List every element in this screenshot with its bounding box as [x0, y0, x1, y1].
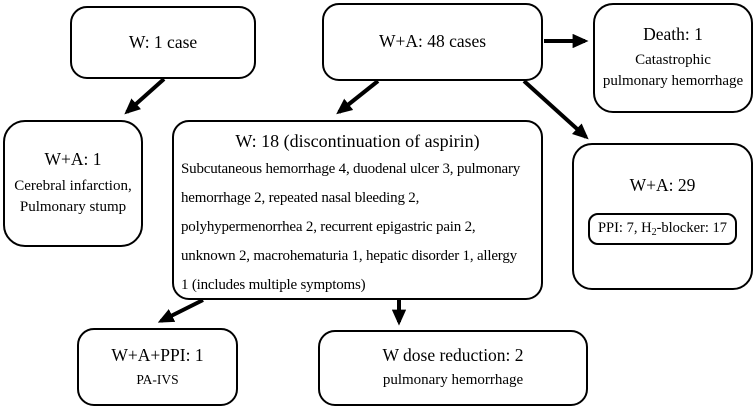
- node-title: W+A: 48 cases: [378, 31, 487, 52]
- node-w-1-case: W: 1 case: [70, 6, 256, 79]
- node-title: W+A+PPI: 1: [111, 345, 204, 366]
- node-wa-ppi-1: W+A+PPI: 1 PA-IVS: [77, 328, 238, 406]
- node-w-dose-reduction: W dose reduction: 2 pulmonary hemorrhage: [318, 330, 588, 406]
- node-title: W: 1 case: [128, 31, 198, 52]
- node-detail: PA-IVS: [136, 372, 179, 388]
- ppi-h2-blocker-chip: PPI: 7, H2-blocker: 17: [587, 213, 738, 245]
- chip-text-pre: PPI: 7, H: [597, 220, 652, 237]
- node-death: Death: 1 Catastrophic pulmonary hemorrha…: [593, 3, 753, 113]
- chip-subscript: 2: [651, 227, 657, 239]
- arrow-wa48-to-w18: [336, 79, 380, 115]
- node-detail: Subcutaneous hemorrhage 4, duodenal ulce…: [181, 161, 521, 294]
- node-title: W+A: 29: [629, 175, 696, 196]
- node-title: W dose reduction: 2: [382, 345, 524, 366]
- node-title: W: 18 (discontinuation of aspirin): [235, 131, 480, 151]
- node-detail: Catastrophic pulmonary hemorrhage: [602, 51, 744, 90]
- node-wa-48-cases: W+A: 48 cases: [322, 3, 543, 81]
- node-wa-1: W+A: 1 Cerebral infarction, Pulmonary st…: [3, 120, 143, 247]
- chip-text-post: -blocker: 17: [656, 220, 728, 237]
- node-detail: pulmonary hemorrhage: [382, 371, 524, 388]
- node-detail: Cerebral infarction, Pulmonary stump: [14, 177, 132, 216]
- node-title: Death: 1: [643, 23, 703, 44]
- arrow-w18-to-wappi: [157, 298, 204, 323]
- arrow-w1-to-wa1: [124, 77, 166, 115]
- node-wa-29: W+A: 29 PPI: 7, H2-blocker: 17: [572, 143, 753, 290]
- node-w-18-discontinuation: W: 18 (discontinuation of aspirin) Subcu…: [172, 120, 543, 300]
- node-title: W+A: 1: [44, 148, 102, 169]
